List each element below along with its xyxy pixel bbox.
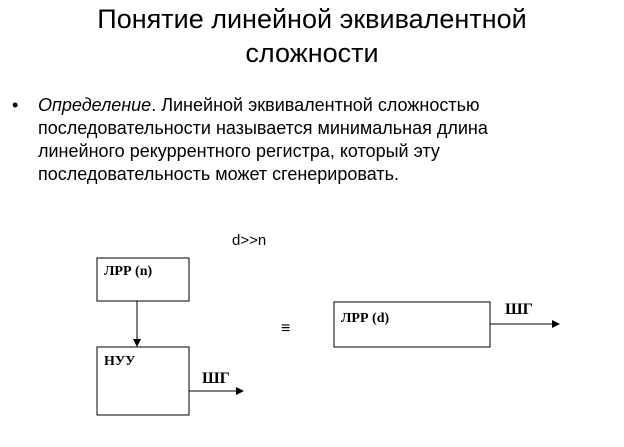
- output-right-label: ШГ: [505, 301, 533, 318]
- equivalence-symbol: ≡: [281, 320, 290, 337]
- definition-text: Определение. Линейной эквивалентной слож…: [38, 94, 620, 186]
- output-left-label: ШГ: [202, 370, 230, 387]
- definition-line-3: линейного рекуррентного регистра, которы…: [38, 141, 440, 161]
- condition-label: d>>n: [232, 232, 266, 249]
- page-title: Понятие линейной эквивалентной сложности: [0, 2, 624, 70]
- lfsr-n-label: ЛРР (n): [104, 264, 152, 279]
- title-line-2: сложности: [245, 38, 379, 68]
- lfsr-n-box: [96, 257, 190, 302]
- definition-line-2: последовательности называется минимальна…: [38, 118, 488, 138]
- nuu-box: [96, 346, 190, 416]
- lfsr-d-label: ЛРР (d): [341, 311, 389, 326]
- title-line-1: Понятие линейной эквивалентной: [97, 4, 527, 34]
- definition-term: Определение: [38, 95, 152, 115]
- definition-line-1-rest: . Линейной эквивалентной сложностью: [151, 95, 480, 115]
- definition-line-1: Определение. Линейной эквивалентной слож…: [38, 94, 620, 117]
- definition-line-4: последовательность может сгенерировать.: [38, 164, 399, 184]
- bullet-marker: •: [12, 95, 19, 115]
- nuu-label: НУУ: [104, 354, 135, 369]
